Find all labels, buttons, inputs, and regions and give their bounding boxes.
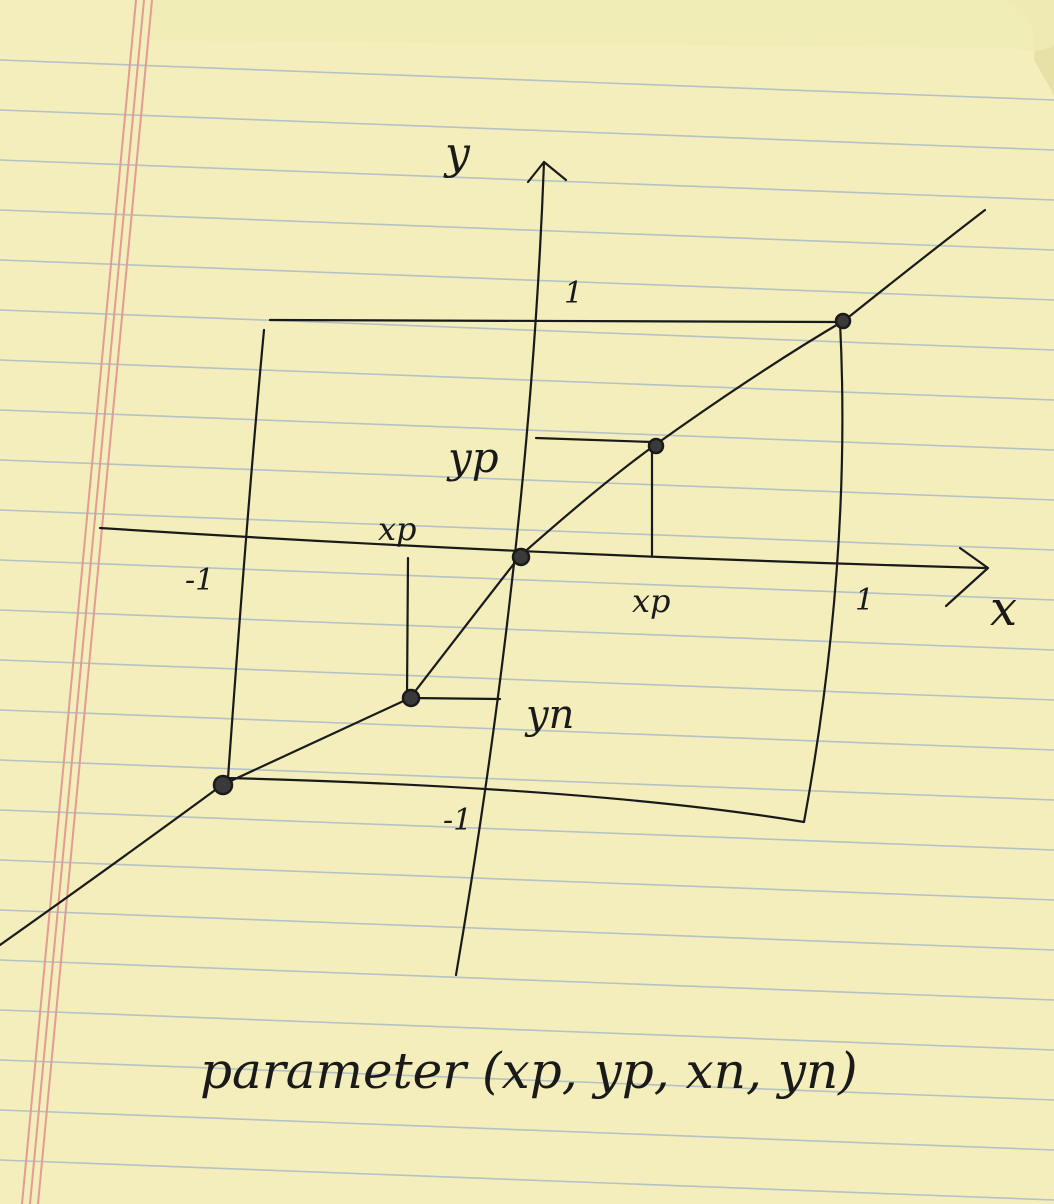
y-axis-label: y [443,128,471,179]
rule-line [0,359,1054,401]
boundary-square [226,318,844,824]
rule-line [0,459,1054,501]
margin-lines [21,0,153,1204]
rule-line [0,559,1054,601]
tick-x-pos: 1 [855,583,874,618]
label-xp-top: xp [378,510,417,548]
rule-line [0,159,1054,201]
rule-line [0,109,1054,151]
point-bottom-left [212,774,234,796]
tick-y-neg: -1 [443,803,472,838]
rule-line [0,859,1054,901]
rule-line [0,709,1054,751]
tick-y-pos: 1 [564,276,583,311]
rule-line [0,759,1054,801]
point-top-right [834,312,852,330]
yn-guide-lower [408,696,502,701]
rule-line [0,659,1054,701]
x-axis-label: x [990,581,1017,637]
point-p [647,437,665,455]
rule-line [0,209,1054,251]
tick-x-neg: -1 [185,563,214,598]
rule-line [0,1159,1054,1201]
label-yp-left: yp [446,433,499,482]
caption: parameter (xp, yp, xn, yn) [200,1042,858,1100]
rule-line [0,809,1054,851]
rule-line [0,59,1054,101]
rule-line [0,509,1054,551]
rule-line [0,1009,1054,1051]
top-sheet-edge [150,0,1054,51]
yp-guide-upper [534,436,654,444]
point-origin [511,547,531,567]
x-axis [98,526,987,570]
rule-line [0,1059,1054,1101]
rule-line [0,959,1054,1001]
rule-line [0,609,1054,651]
points [212,312,852,796]
y-axis-arrowhead [526,160,568,184]
x-axis-arrowhead [944,546,990,608]
rule-line [0,1109,1054,1151]
xn-guide-lower [405,556,410,699]
rule-line [0,309,1054,351]
label-yn-right: yn [524,692,574,738]
point-n [401,688,421,708]
label-xp-bottom: xp [632,582,671,620]
rule-line [0,909,1054,951]
